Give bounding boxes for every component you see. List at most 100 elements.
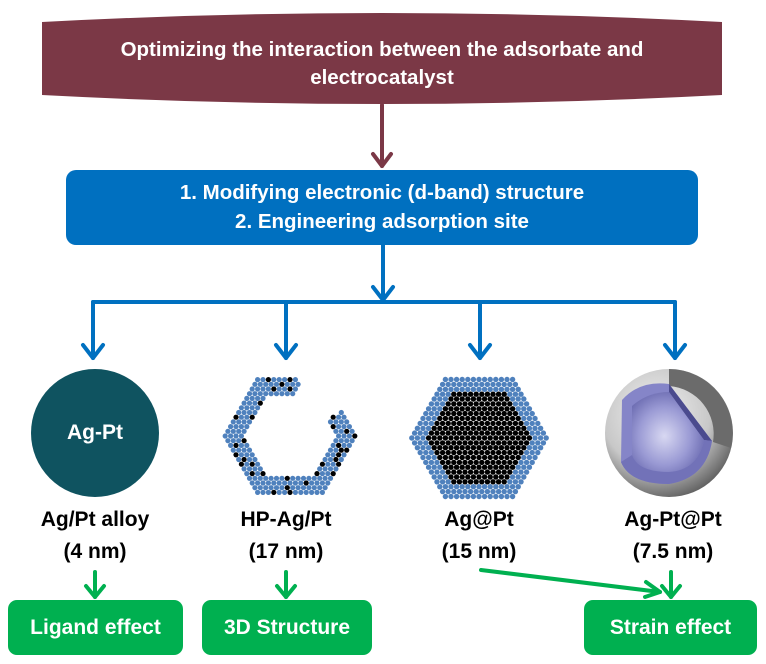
pt-atom xyxy=(244,424,250,430)
pt-atom xyxy=(279,485,285,491)
ag-atom xyxy=(493,415,499,422)
ag-atom xyxy=(442,435,449,441)
pt-atom xyxy=(417,449,423,456)
pt-atom xyxy=(241,466,247,472)
pt-atom xyxy=(327,475,334,481)
ag-atom xyxy=(333,456,339,463)
pt-atom xyxy=(236,456,242,463)
pt-atom xyxy=(314,489,320,495)
pt-atom xyxy=(252,475,258,481)
ag-atom xyxy=(487,454,493,461)
ag-atom xyxy=(442,445,449,451)
pt-atom xyxy=(484,488,491,495)
ag-atom xyxy=(453,454,460,461)
pt-atom xyxy=(442,386,449,392)
pt-atom xyxy=(476,376,482,383)
pt-atom xyxy=(249,480,255,486)
ag-atom xyxy=(445,459,451,466)
pt-atom xyxy=(532,425,538,431)
pt-atom xyxy=(230,428,236,434)
pt-atom xyxy=(230,419,236,425)
ag-atom xyxy=(439,430,446,436)
ag-atom xyxy=(501,479,507,485)
pt-atom xyxy=(257,391,263,397)
pt-atom xyxy=(425,464,432,470)
pt-atom xyxy=(238,442,244,448)
pt-atom xyxy=(284,391,290,397)
pt-atom xyxy=(532,445,538,451)
ag-atom xyxy=(465,435,471,441)
pt-atom xyxy=(487,386,493,392)
ag-atom xyxy=(453,464,460,470)
pt-atom xyxy=(255,395,261,401)
ag-atom xyxy=(459,435,465,441)
ag-atom xyxy=(453,425,460,431)
pt-atom xyxy=(493,493,499,500)
ag-atom xyxy=(467,420,474,427)
pt-atom xyxy=(241,447,247,453)
ag-atom xyxy=(473,459,479,466)
ag-atom xyxy=(476,396,482,402)
ag-atom xyxy=(501,459,507,466)
ag-atom xyxy=(279,381,285,387)
pt-atom xyxy=(490,488,496,495)
ag-atom xyxy=(451,410,457,417)
ag-atom xyxy=(504,435,510,441)
pt-atom xyxy=(470,493,477,500)
ag-atom xyxy=(526,435,533,441)
pt-atom xyxy=(236,438,242,444)
pt-atom xyxy=(338,428,344,434)
ag-atom xyxy=(462,430,468,436)
effect-label-strain: Strain effect xyxy=(609,615,732,639)
pt-atom xyxy=(246,456,253,463)
pt-atom xyxy=(535,430,541,436)
pt-atom xyxy=(509,386,516,392)
ag-atom xyxy=(456,391,463,397)
ag-atom xyxy=(493,396,499,402)
pt-atom xyxy=(442,484,449,490)
ag-atom xyxy=(473,479,479,485)
ag-atom xyxy=(233,414,239,420)
pt-atom xyxy=(322,485,328,491)
ag-atom xyxy=(490,459,496,466)
pt-atom xyxy=(532,435,538,441)
pt-atom xyxy=(276,489,282,495)
pt-atom xyxy=(487,484,493,490)
pt-atom xyxy=(535,420,541,427)
pt-atom xyxy=(238,433,244,439)
pt-atom xyxy=(255,480,261,486)
pt-atom xyxy=(317,485,323,491)
ag-atom xyxy=(476,454,482,461)
strategy-line2: 2. Engineering adsorption site xyxy=(235,210,529,233)
ag-atom xyxy=(495,430,502,436)
pt-atom xyxy=(515,474,521,480)
ag-atom xyxy=(504,454,510,461)
ag-atom xyxy=(484,391,491,397)
pt-atom xyxy=(518,479,524,485)
strategy-text: 1. Modifying electronic (d-band) structu… xyxy=(66,178,698,236)
pt-atom xyxy=(487,376,493,383)
ag-atom xyxy=(448,396,454,402)
ag-atom xyxy=(490,410,496,417)
ag-atom xyxy=(509,464,516,470)
pt-atom xyxy=(476,493,482,500)
ag-atom xyxy=(431,445,437,451)
pt-atom xyxy=(260,489,266,495)
pt-atom xyxy=(249,405,255,411)
pt-atom xyxy=(434,401,440,407)
ag-atom xyxy=(493,406,499,412)
ag-atom xyxy=(434,420,440,427)
pt-atom xyxy=(465,376,471,383)
ag-atom xyxy=(481,425,488,431)
ag-atom xyxy=(518,430,524,436)
ag-atom xyxy=(484,420,491,427)
pt-atom xyxy=(537,445,544,451)
pt-atom xyxy=(314,480,320,486)
pt-atom xyxy=(523,410,530,417)
pt-atom xyxy=(268,475,274,481)
pt-atom xyxy=(439,391,446,397)
ag-atom xyxy=(467,430,474,436)
catalyst-name-core-shell: Ag@Pt xyxy=(444,508,514,531)
pt-atom xyxy=(476,484,482,490)
pt-atom xyxy=(445,479,451,485)
